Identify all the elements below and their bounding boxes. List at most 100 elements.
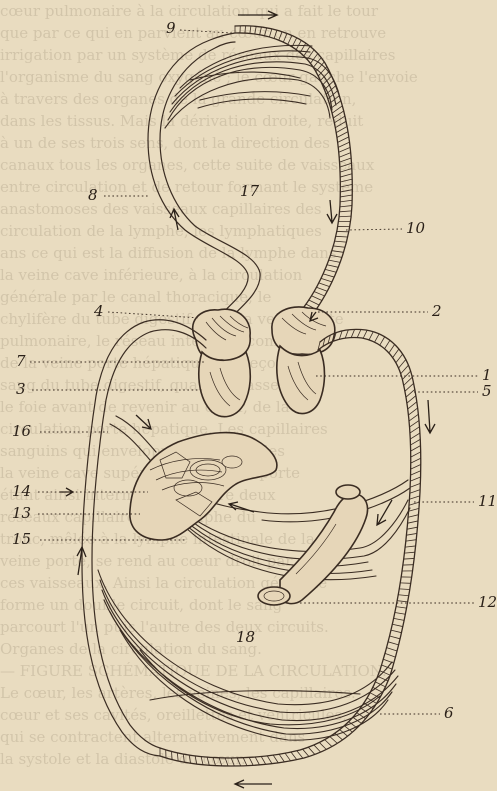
label-7: 7 xyxy=(16,352,26,370)
vessel-hatch-stroke xyxy=(255,757,259,765)
vessel-hatch-stroke xyxy=(385,340,390,348)
vessel-hatch-stroke xyxy=(363,330,367,338)
intestine xyxy=(258,485,368,605)
label-10: 10 xyxy=(406,219,426,237)
vessel-hatch-stroke xyxy=(285,753,291,761)
vessel-hatch-stroke xyxy=(407,396,416,403)
vessel-hatch-stroke xyxy=(411,464,421,469)
vessel-hatch-stroke xyxy=(313,58,321,68)
label-13: 13 xyxy=(12,504,31,522)
label-18: 18 xyxy=(236,628,255,646)
vessel-hatch-stroke xyxy=(409,421,418,427)
vessel-hatch-stroke xyxy=(334,116,345,123)
vessel-hatch-stroke xyxy=(327,265,338,268)
vessel-hatch-stroke xyxy=(332,106,342,113)
vessel-hatch-stroke xyxy=(339,216,351,217)
vessel-hatch-stroke xyxy=(213,758,215,766)
vessel-hatch-stroke xyxy=(311,296,321,301)
vessel-hatch-stroke xyxy=(189,755,190,763)
vessel-hatch-stroke xyxy=(338,142,349,147)
vessel-hatch-stroke xyxy=(274,30,277,38)
vessel-hatch-stroke xyxy=(410,490,420,494)
vessel-hatch-stroke xyxy=(411,446,421,451)
vessel-hatch-stroke xyxy=(404,552,415,553)
vessel-hatch-stroke xyxy=(319,742,326,749)
vessel-hatch-stroke xyxy=(404,558,415,559)
vessel-hatch-stroke xyxy=(407,527,417,529)
label-6: 6 xyxy=(444,704,454,722)
label-17: 17 xyxy=(240,182,260,200)
vessel-hatch-stroke xyxy=(338,137,349,143)
vessel-hatch-stroke xyxy=(391,630,402,633)
vessel-hatch-stroke xyxy=(183,754,184,762)
flow-arrows xyxy=(60,11,435,788)
vessel-hatch-stroke xyxy=(410,427,420,433)
vessel-hatch-stroke xyxy=(410,433,420,439)
vessel-hatch-stroke xyxy=(409,414,418,421)
vessel-hatch-stroke xyxy=(267,756,272,764)
vessel-hatch-stroke xyxy=(340,200,352,202)
vessel-hatch-stroke xyxy=(340,169,352,173)
vessel-hatch-stroke xyxy=(321,278,332,281)
vessel-hatch-stroke xyxy=(340,195,352,197)
vessel-hatch-stroke xyxy=(369,332,373,340)
vessel-hatch-stroke xyxy=(397,601,408,602)
vessel-hatch-stroke xyxy=(325,269,336,272)
vessel-hatch-stroke xyxy=(330,255,342,257)
label-15: 15 xyxy=(12,530,31,548)
liver xyxy=(130,433,277,540)
vessel-hatch-stroke xyxy=(291,752,297,760)
vessel-hatch-stroke xyxy=(207,757,209,765)
vessel-hatch-stroke xyxy=(410,483,420,487)
vessel-hatch-stroke xyxy=(393,349,399,358)
vessel-hatch-stroke xyxy=(339,153,351,158)
vessel-hatch-stroke xyxy=(335,121,346,127)
vessel-hatch-stroke xyxy=(333,246,345,247)
vessel-hatch-stroke xyxy=(340,174,352,177)
vessel-hatch-stroke xyxy=(335,241,347,242)
vessel-hatch-stroke xyxy=(411,458,421,463)
vessel-hatch-stroke xyxy=(303,749,309,756)
vessel-hatch-stroke xyxy=(260,27,262,35)
vessel-hatch-stroke xyxy=(402,371,410,379)
vessel-hatch-stroke xyxy=(201,757,203,765)
vessel-hatch-stroke xyxy=(395,613,406,615)
vessel-hatch-stroke xyxy=(404,377,413,385)
vessel-hatch-stroke xyxy=(337,132,348,138)
vessel-hatch-stroke xyxy=(314,745,321,752)
vessel-hatch-stroke xyxy=(319,283,330,287)
heart xyxy=(193,307,335,417)
vessel-hatch-stroke xyxy=(340,211,352,212)
vessel-hatch-stroke xyxy=(279,32,282,40)
vessel-hatch-stroke xyxy=(385,653,395,657)
vessel-hatch-stroke xyxy=(390,636,401,639)
vessel-hatch-stroke xyxy=(269,29,271,37)
label-16: 16 xyxy=(12,422,32,440)
vessel-hatch-stroke xyxy=(339,147,350,152)
vessel-hatch-stroke xyxy=(408,515,418,518)
label-3: 3 xyxy=(16,380,26,398)
vessel-hatch-stroke xyxy=(357,330,361,338)
vessel-hatch-stroke xyxy=(283,33,287,42)
vessel-hatch-stroke xyxy=(279,754,284,762)
vessel-hatch-stroke xyxy=(401,365,409,374)
vessel-hatch-stroke xyxy=(249,757,253,765)
vessel-hatch-stroke xyxy=(336,236,348,237)
vessel-hatch-stroke xyxy=(237,758,240,766)
vessel-hatch-stroke xyxy=(297,751,303,758)
vessel-hatch-stroke xyxy=(172,751,173,759)
vessel-hatch-stroke xyxy=(245,26,246,33)
vessel-hatch-stroke xyxy=(405,546,415,547)
vessel-hatch-stroke xyxy=(408,408,417,415)
vessel-hatch-stroke xyxy=(325,740,332,747)
vessel-hatch-stroke xyxy=(406,389,415,397)
pulmonary-loop xyxy=(148,26,352,326)
vessel-hatch-stroke xyxy=(387,648,397,651)
vessel-hatch-stroke xyxy=(394,618,405,620)
vessel-hatch-stroke xyxy=(405,383,414,391)
vessel-hatch-stroke xyxy=(340,190,352,192)
vessel-hatch-stroke xyxy=(265,28,267,36)
vessel-hatch-stroke xyxy=(392,624,403,626)
